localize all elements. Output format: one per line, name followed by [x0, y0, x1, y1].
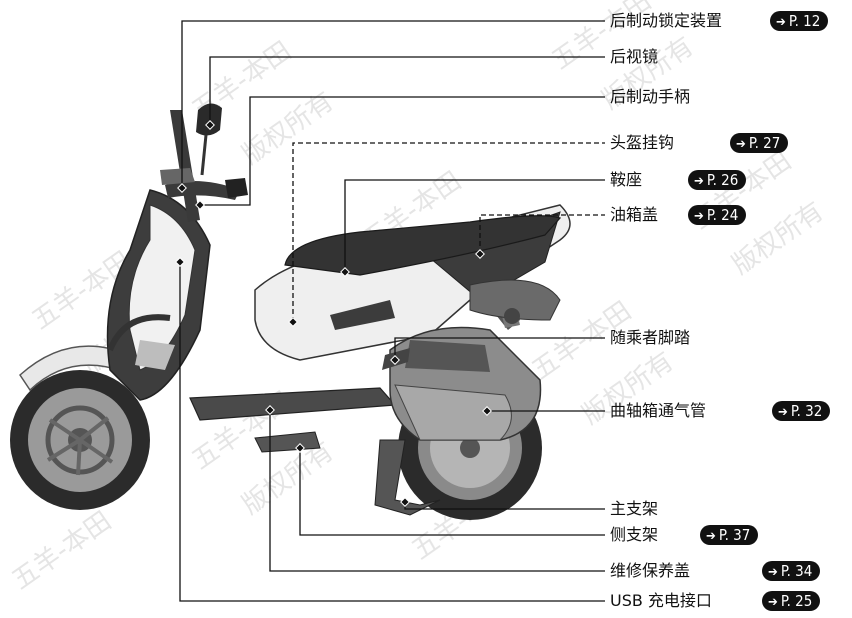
callout-marker-usb-port [175, 257, 185, 267]
arrow-right-icon: ➔ [768, 595, 778, 610]
callout-marker-main-stand [400, 497, 410, 507]
callout-label-side-stand: 侧支架 [610, 525, 659, 544]
page-ref-badge-usb-port[interactable]: ➔P. 25 [762, 591, 821, 611]
page-ref-badge-seat[interactable]: ➔P. 26 [688, 170, 747, 190]
callout-label-mirror: 后视镜 [610, 47, 659, 66]
leader-line-maintenance-cover [269, 410, 605, 572]
front-wheel [10, 370, 150, 510]
page-ref-text: P. 26 [706, 171, 739, 189]
leader-line-seat [344, 179, 605, 272]
page-ref-badge-helmet-hook[interactable]: ➔P. 27 [730, 133, 789, 153]
page-ref-badge-maintenance-cover[interactable]: ➔P. 34 [762, 561, 821, 581]
page-ref-badge-side-stand[interactable]: ➔P. 37 [700, 525, 759, 545]
callout-marker-crankcase-breather [482, 406, 492, 416]
arrow-right-icon: ➔ [706, 529, 716, 544]
leader-line-mirror [209, 56, 605, 125]
leader-line-passenger-footpeg [394, 337, 605, 360]
callout-marker-passenger-footpeg [390, 355, 400, 365]
page-ref-text: P. 37 [718, 526, 751, 544]
leader-line-fuel-cap [479, 214, 605, 254]
callout-marker-mirror [205, 120, 215, 130]
arrow-right-icon: ➔ [776, 15, 786, 30]
callout-marker-rear-brake-lock [177, 183, 187, 193]
callout-label-seat: 鞍座 [610, 170, 643, 189]
callout-marker-maintenance-cover [265, 405, 275, 415]
callout-marker-seat [340, 267, 350, 277]
callout-label-main-stand: 主支架 [610, 499, 659, 518]
callout-marker-rear-brake-lever [195, 200, 205, 210]
leader-line-side-stand [299, 448, 605, 536]
page-ref-text: P. 27 [748, 134, 781, 152]
watermark-text: 版权所有 [237, 86, 339, 170]
leader-line-rear-brake-lever [200, 96, 605, 206]
page-ref-badge-rear-brake-lock[interactable]: ➔P. 12 [770, 11, 829, 31]
page-ref-text: P. 24 [706, 206, 739, 224]
leader-line-usb-port [179, 262, 605, 602]
callout-label-rear-brake-lever: 后制动手柄 [610, 87, 691, 106]
page-ref-badge-fuel-cap[interactable]: ➔P. 24 [688, 205, 747, 225]
page-ref-text: P. 34 [780, 562, 813, 580]
leader-line-helmet-hook [292, 142, 605, 322]
callout-marker-fuel-cap [475, 249, 485, 259]
callout-marker-side-stand [295, 443, 305, 453]
callout-label-helmet-hook: 头盔挂钩 [610, 133, 675, 152]
callout-label-passenger-footpeg: 随乘者脚踏 [610, 328, 691, 347]
seat-shape [284, 215, 562, 276]
watermark-text: 五羊-本田 [7, 506, 117, 596]
arrow-right-icon: ➔ [694, 209, 704, 224]
page-ref-badge-crankcase-breather[interactable]: ➔P. 32 [772, 401, 831, 421]
page-ref-text: P. 32 [790, 402, 823, 420]
arrow-right-icon: ➔ [768, 565, 778, 580]
callout-label-rear-brake-lock: 后制动锁定装置 [610, 11, 723, 30]
page-ref-text: P. 25 [780, 592, 813, 610]
callout-label-fuel-cap: 油箱盖 [610, 205, 659, 224]
arrow-right-icon: ➔ [736, 137, 746, 152]
leader-lines [175, 20, 605, 602]
callout-label-usb-port: USB 充电接口 [610, 591, 712, 610]
arrow-right-icon: ➔ [778, 405, 788, 420]
arrow-right-icon: ➔ [694, 174, 704, 189]
scooter-body [106, 103, 571, 516]
callout-marker-helmet-hook [288, 317, 298, 327]
leader-line-rear-brake-lock [181, 20, 605, 188]
callout-label-crankcase-breather: 曲轴箱通气管 [610, 401, 707, 420]
page-ref-text: P. 12 [788, 12, 821, 30]
callout-label-maintenance-cover: 维修保养盖 [610, 561, 691, 580]
